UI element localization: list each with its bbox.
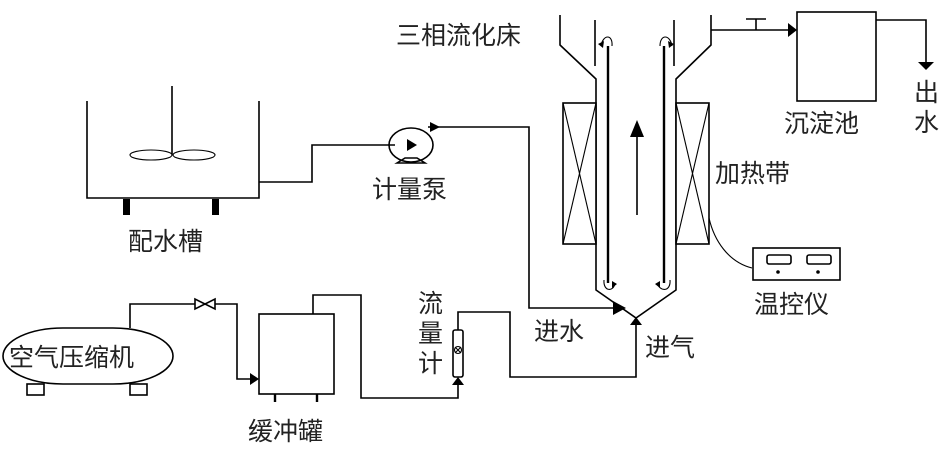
pump-arrow-icon (407, 139, 417, 151)
metering-pump: 计量泵 (372, 122, 447, 204)
air-inlet-label: 进气 (645, 333, 695, 362)
settling-tank-label: 沉淀池 (784, 109, 859, 138)
air-inlet-arrow-icon (630, 317, 642, 325)
outlet-label-2: 水 (914, 108, 939, 137)
buffer-tank: 缓冲罐 (248, 313, 335, 446)
buffer-tank-body (258, 313, 335, 395)
flowmeter-inlet-arrow-icon (452, 377, 464, 385)
mixing-tank-label: 配水槽 (128, 227, 203, 256)
stirrer-impeller-icon (129, 149, 216, 161)
temperature-controller-label: 温控仪 (754, 290, 829, 319)
mixing-tank-body (86, 101, 260, 199)
pipe-flowmeter-to-reactor (457, 311, 637, 378)
tank-foot-left (123, 199, 130, 215)
controller-display-right (806, 254, 832, 265)
controller-wire (708, 217, 753, 269)
pump-base (394, 157, 428, 164)
controller-knob-right (816, 270, 820, 274)
compressor-foot-left (26, 383, 45, 396)
fluidized-bed-reactor: 三相流化床 (396, 15, 712, 319)
flowmeter-label-1: 流 (418, 289, 443, 318)
pipe-valve-to-buffer (215, 303, 252, 380)
temperature-controller: 温控仪 (752, 247, 841, 319)
pipe-pump-to-reactor (428, 126, 616, 309)
fluidized-bed-label: 三相流化床 (396, 21, 521, 50)
controller-knob-left (776, 270, 780, 274)
air-compressor: 空气压缩机 (2, 327, 174, 396)
gate-valve-icon (194, 297, 216, 311)
heating-belt-left (562, 102, 597, 245)
pump-body (388, 127, 434, 163)
heating-belt-label: 加热带 (715, 159, 790, 188)
air-compressor-label: 空气压缩机 (9, 343, 134, 372)
flowmeter-label-3: 计 (418, 349, 443, 378)
pipe-buffer-to-flowmeter (312, 294, 459, 399)
outlet-arrow-icon (918, 62, 934, 70)
settling-tank: 沉淀池 (784, 11, 877, 138)
flowmeter-float-icon (453, 345, 463, 355)
flowmeter-label-2: 量 (418, 319, 443, 348)
buffer-tank-label: 缓冲罐 (248, 417, 323, 446)
heating-belt-right (675, 102, 710, 245)
mixing-tank: 配水槽 (86, 86, 260, 256)
tank-foot-right (212, 199, 219, 215)
pipe-settling-to-outlet (876, 19, 927, 62)
outlet-label-1: 出 (914, 78, 939, 107)
buffer-inlet-arrow-icon (250, 373, 259, 385)
upflow-arrow-icon (630, 120, 644, 137)
metering-pump-label: 计量泵 (372, 175, 447, 204)
compressor-tank (2, 327, 174, 385)
compressor-foot-right (129, 383, 148, 396)
controller-display-left (766, 254, 792, 265)
settling-tank-body (796, 11, 877, 102)
sampling-valve-icon (746, 18, 766, 30)
pipe-tank-to-pump (259, 144, 395, 183)
water-inlet-label: 进水 (534, 317, 584, 346)
flowmeter: 流 量 计 (418, 289, 464, 378)
pipe-compressor-to-valve (129, 303, 195, 328)
settling-inlet-arrow-icon (788, 23, 797, 37)
